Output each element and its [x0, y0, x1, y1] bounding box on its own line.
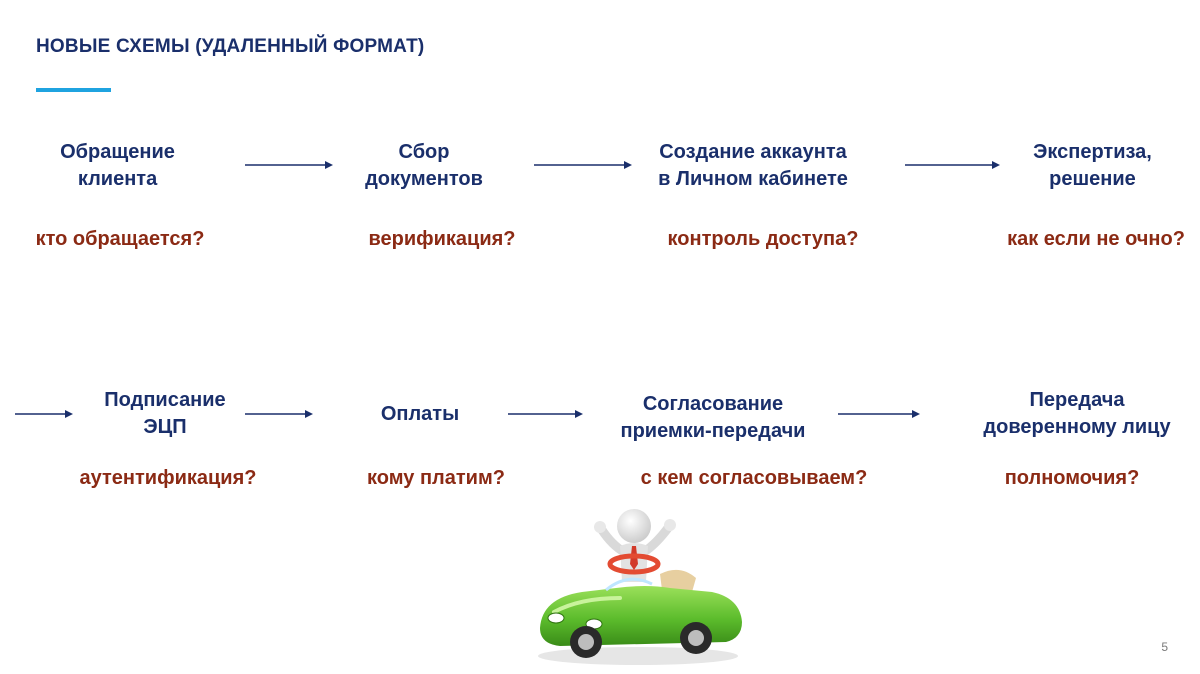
question-authority: полномочия? [1004, 467, 1140, 489]
question-who-applies: кто обращается? [35, 228, 205, 250]
flow-arrow [15, 407, 73, 421]
question-if-not-in-person: как если не очно? [1007, 228, 1185, 250]
step-line: Согласование [642, 393, 784, 415]
flow-arrow [838, 407, 920, 421]
slide-title: НОВЫЕ СХЕМЫ (УДАЛЕННЫЙ ФОРМАТ) [36, 36, 425, 57]
question-verification: верификация? [368, 228, 516, 250]
step-line: решение [1049, 168, 1136, 190]
question-authentication: аутентификация? [79, 467, 257, 489]
step-line: в Личном кабинете [658, 168, 848, 190]
question-whom-we-agree-with: с кем согласовываем? [640, 467, 868, 489]
step-client-request: Обращение клиента [35, 139, 200, 193]
flow-arrow [508, 407, 583, 421]
flow-arrow [245, 407, 313, 421]
step-line: доверенному лицу [983, 416, 1171, 438]
flow-arrow [245, 158, 333, 172]
title-underline [36, 88, 111, 92]
step-expertise-decision: Экспертиза, решение [1010, 139, 1175, 193]
step-transfer-trusted-person: Передача доверенному лицу [962, 387, 1192, 441]
step-collect-documents: Сбор документов [344, 139, 504, 193]
question-access-control: контроль доступа? [667, 228, 859, 250]
flow-arrow [534, 158, 632, 172]
step-line: клиента [77, 168, 158, 190]
step-line: документов [365, 168, 483, 190]
step-create-account: Создание аккаунта в Личном кабинете [638, 139, 868, 193]
step-line: Экспертиза, [1033, 141, 1152, 163]
step-payments: Оплаты [345, 401, 495, 428]
step-acceptance-approval: Согласование приемки-передачи [598, 391, 828, 445]
step-line: приемки-передачи [620, 420, 806, 442]
step-line: Подписание [104, 389, 226, 411]
question-whom-we-pay: кому платим? [367, 467, 505, 489]
step-sign-eds: Подписание ЭЦП [85, 387, 245, 441]
person-on-green-car-illustration [520, 500, 750, 669]
step-line: Передача [1029, 389, 1125, 411]
page-number: 5 [1161, 640, 1168, 654]
flow-arrow [905, 158, 1000, 172]
step-line: Обращение [60, 141, 175, 163]
step-line: Создание аккаунта [659, 141, 847, 163]
step-line: Сбор [398, 141, 450, 163]
step-line: ЭЦП [143, 416, 187, 438]
step-line: Оплаты [380, 403, 460, 425]
